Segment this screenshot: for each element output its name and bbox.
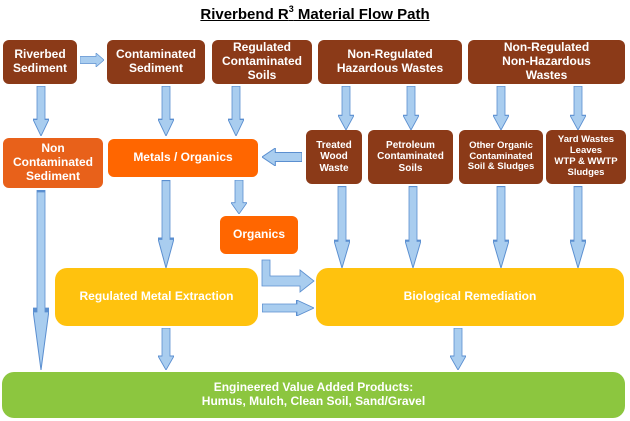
metals-organics-box: Metals / Organics bbox=[108, 139, 258, 177]
arrow-regulated-soils-down bbox=[228, 86, 244, 136]
engineered-products-box: Engineered Value Added Products:Humus, M… bbox=[2, 372, 625, 418]
arrow-wood-to-bio bbox=[334, 186, 350, 268]
arrow-bio-to-products bbox=[450, 328, 466, 370]
arrow-to-metals-organics bbox=[262, 148, 302, 166]
biological-remediation-box: Biological Remediation bbox=[316, 268, 624, 326]
arrow-extraction-to-bio bbox=[262, 300, 314, 316]
arrow-organics-to-bio bbox=[261, 259, 315, 293]
title-main: Riverbend R3 Material Flow Path bbox=[200, 4, 430, 23]
arrow-petroleum-to-bio bbox=[405, 186, 421, 268]
arrow-other-organic-to-bio bbox=[493, 186, 509, 268]
arrow-riverbed-down bbox=[33, 86, 49, 136]
arrow-contaminated-down bbox=[158, 86, 174, 136]
arrow-nrnh-down-2 bbox=[570, 86, 586, 130]
arrow-nrnh-down-1 bbox=[493, 86, 509, 130]
arrow-noncontaminated-to-products bbox=[33, 190, 49, 370]
diagram-title: Riverbend R3 Material Flow Path bbox=[0, 4, 630, 23]
organics-box: Organics bbox=[220, 216, 298, 254]
regulated-metal-extraction-box: Regulated Metal Extraction bbox=[55, 268, 258, 326]
title-superscript: 3 bbox=[288, 4, 294, 14]
arrow-extraction-to-products bbox=[158, 328, 174, 370]
arrow-riverbed-to-contaminated bbox=[80, 53, 104, 67]
arrow-yard-to-bio bbox=[570, 186, 586, 268]
arrow-nrh-down-1 bbox=[338, 86, 354, 130]
arrow-metals-to-organics bbox=[231, 180, 247, 214]
arrow-nrh-down-2 bbox=[403, 86, 419, 130]
arrow-metals-to-extraction bbox=[158, 180, 174, 268]
